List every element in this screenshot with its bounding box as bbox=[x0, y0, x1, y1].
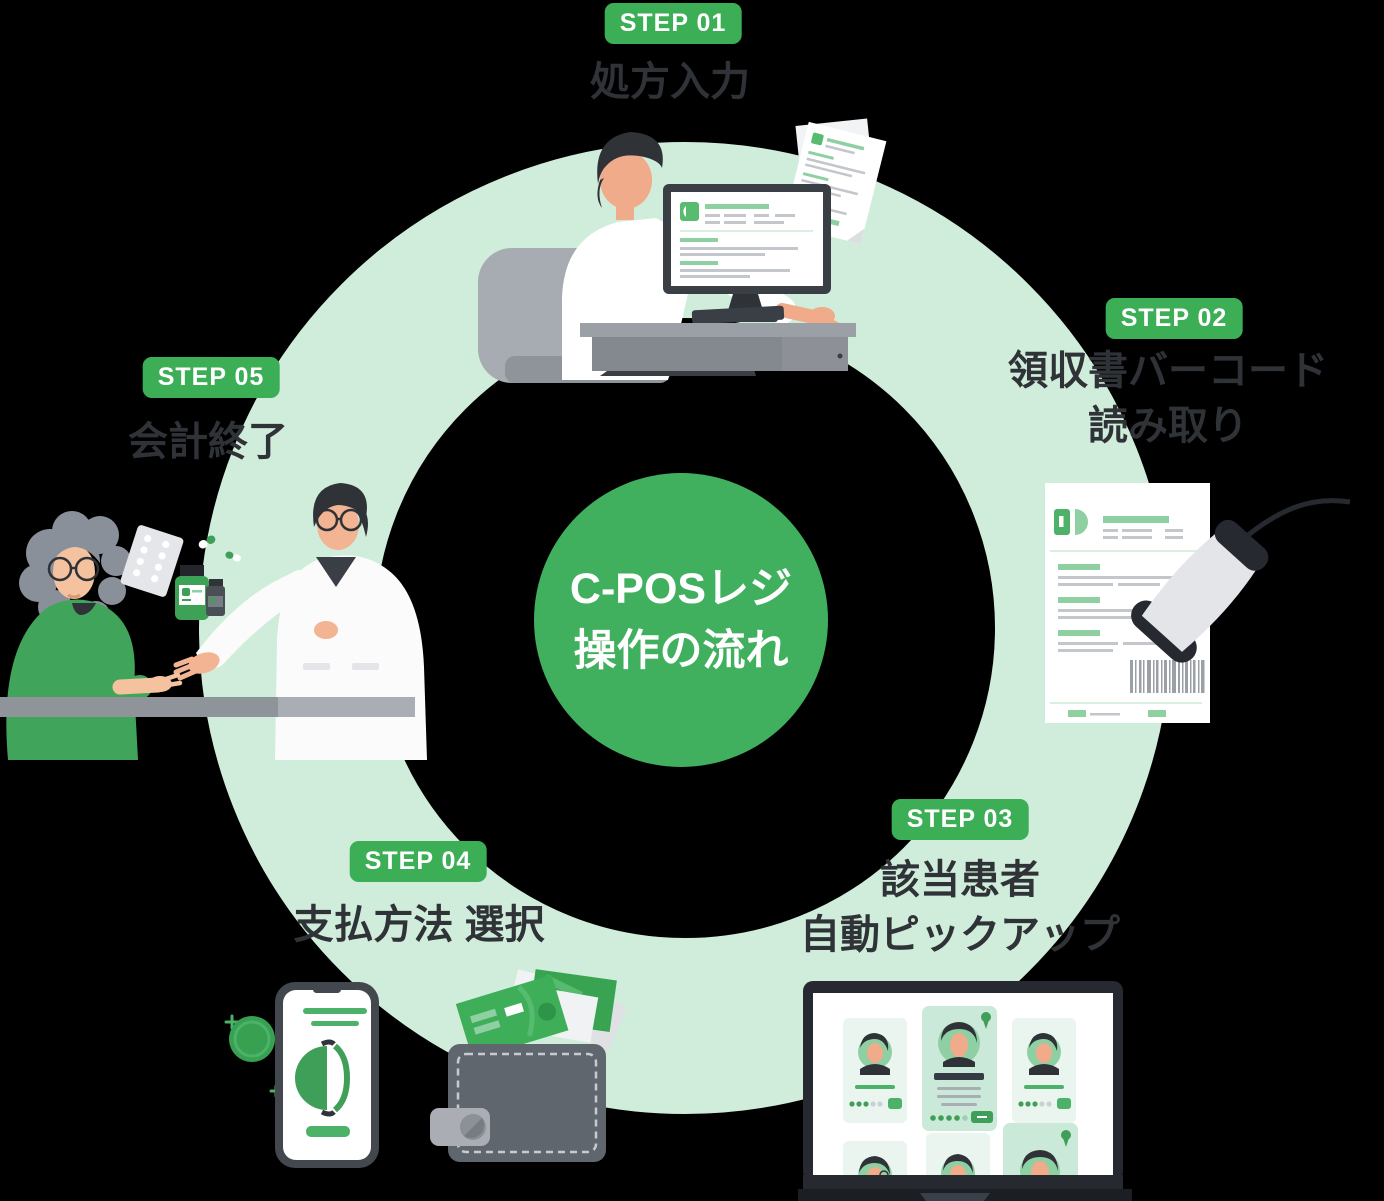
step5-badge: STEP 05 bbox=[142, 357, 280, 398]
patient-hand bbox=[148, 672, 183, 692]
medicine-blister-pack-icon bbox=[120, 525, 184, 597]
checkout-complete-illustration bbox=[0, 483, 427, 760]
pharmacist-hand bbox=[173, 652, 220, 681]
wallet-icon bbox=[430, 1044, 606, 1162]
capsule-icon bbox=[198, 535, 216, 549]
coin-icon bbox=[229, 1016, 275, 1062]
step2-label: 領収書バーコード 読み取り bbox=[1008, 349, 1328, 448]
patient-figure bbox=[6, 511, 183, 760]
capsule-icon bbox=[225, 551, 241, 562]
receipt-barcode-illustration bbox=[1045, 483, 1351, 723]
monitor-icon bbox=[663, 184, 831, 322]
diagram-title-line1: C-POSレジ bbox=[569, 565, 793, 613]
wallet-app-icon bbox=[295, 1039, 351, 1117]
patients-monitor-icon bbox=[798, 981, 1132, 1201]
pill-bottle-icon bbox=[175, 565, 209, 620]
counter bbox=[0, 697, 278, 717]
pharmacist-figure bbox=[173, 483, 427, 760]
patient-card bbox=[926, 1133, 990, 1175]
counter bbox=[278, 697, 415, 717]
diagram-title-line2: 操作の流れ bbox=[573, 627, 789, 675]
step1-badge: STEP 01 bbox=[604, 3, 742, 44]
step2-badge: STEP 02 bbox=[1105, 298, 1243, 339]
step4-label: 支払方法 選択 bbox=[293, 903, 545, 947]
barcode-scanner-icon bbox=[1131, 498, 1351, 663]
smartphone-icon bbox=[275, 982, 379, 1168]
patient-card bbox=[843, 1018, 907, 1123]
payment-method-illustration bbox=[224, 969, 628, 1168]
step5-label: 会計終了 bbox=[128, 420, 288, 464]
patient-card bbox=[1012, 1018, 1076, 1123]
patient-card-highlighted bbox=[1003, 1123, 1078, 1175]
patient-card bbox=[843, 1141, 907, 1175]
pc-tower-icon bbox=[782, 337, 848, 371]
barcode-icon bbox=[1130, 660, 1205, 693]
prescription-input-illustration bbox=[478, 118, 887, 383]
step3-badge: STEP 03 bbox=[891, 799, 1029, 840]
small-bottle-icon bbox=[206, 579, 225, 616]
award-ribbon-icon bbox=[1061, 1130, 1071, 1147]
step4-badge: STEP 04 bbox=[349, 841, 487, 882]
step3-label: 該当患者 自動ピックアップ bbox=[800, 858, 1120, 957]
step1-label: 処方入力 bbox=[590, 60, 750, 104]
desk bbox=[580, 323, 856, 337]
cash-icon bbox=[455, 969, 628, 1060]
patient-pickup-illustration bbox=[798, 981, 1132, 1201]
keyboard-icon bbox=[691, 305, 785, 325]
award-ribbon-icon bbox=[981, 1012, 991, 1029]
patient-card-highlighted bbox=[922, 1006, 997, 1131]
diagram-title-circle: C-POSレジ 操作の流れ bbox=[534, 473, 828, 767]
